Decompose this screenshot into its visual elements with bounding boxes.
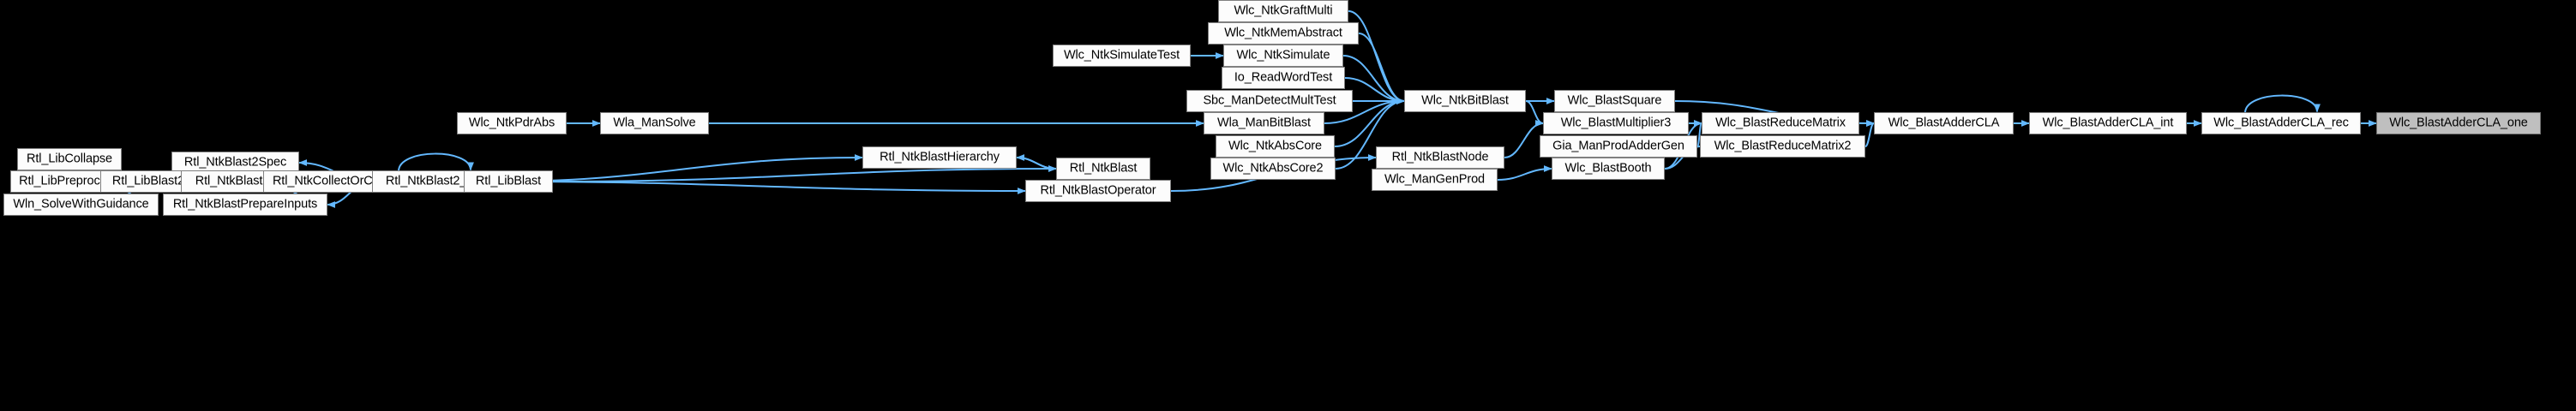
graph-node-label: Wlc_BlastReduceMatrix bbox=[1715, 116, 1846, 130]
graph-node-wla_mansolve[interactable]: Wla_ManSolve bbox=[600, 112, 709, 134]
graph-node-wlc_blastaddercla[interactable]: Wlc_BlastAdderCLA bbox=[1874, 112, 2014, 134]
graph-node-wlc_ntkabscore[interactable]: Wlc_NtkAbsCore bbox=[1216, 135, 1335, 158]
graph-node-label: Wlc_NtkGraftMulti bbox=[1234, 3, 1333, 18]
graph-node-label: Io_ReadWordTest bbox=[1234, 70, 1333, 85]
graph-node-label: Wln_SolveWithGuidance bbox=[13, 197, 149, 211]
graph-node-label: Rtl_LibPreprocess bbox=[19, 174, 119, 188]
graph-node-label: Rtl_LibBlast2 bbox=[111, 174, 185, 188]
graph-node-wlc_ntkabscore2[interactable]: Wlc_NtkAbsCore2 bbox=[1210, 158, 1336, 180]
graph-node-rtl_ntkblastoperator[interactable]: Rtl_NtkBlastOperator bbox=[1025, 180, 1171, 202]
graph-node-wlc_blastaddercla_one[interactable]: Wlc_BlastAdderCLA_one bbox=[2376, 112, 2541, 134]
graph-node-wlc_ntkpdrabs[interactable]: Wlc_NtkPdrAbs bbox=[457, 112, 567, 134]
graph-node-wlc_blastmultiplier3[interactable]: Wlc_BlastMultiplier3 bbox=[1543, 112, 1689, 134]
graph-node-label: Wlc_BlastReduceMatrix2 bbox=[1714, 139, 1852, 153]
graph-node-wlc_blastaddercla_int[interactable]: Wlc_BlastAdderCLA_int bbox=[2029, 112, 2187, 134]
graph-node-label: Sbc_ManDetectMultTest bbox=[1203, 93, 1336, 108]
graph-node-label: Gia_ManProdAdderGen bbox=[1552, 139, 1684, 153]
graph-node-label: Wlc_BlastAdderCLA_one bbox=[2389, 116, 2528, 130]
graph-node-label: Wlc_BlastMultiplier3 bbox=[1560, 116, 1672, 130]
graph-node-wlc_ntkbitblast[interactable]: Wlc_NtkBitBlast bbox=[1404, 90, 1526, 112]
graph-node-io_readwordtest[interactable]: Io_ReadWordTest bbox=[1222, 67, 1345, 89]
graph-node-label: Wlc_BlastAdderCLA bbox=[1888, 116, 2000, 130]
graph-node-wlc_blastaddercla_rec[interactable]: Wlc_BlastAdderCLA_rec bbox=[2201, 112, 2361, 134]
graph-node-rtl_libblast[interactable]: Rtl_LibBlast bbox=[464, 170, 553, 193]
graph-node-wln_solvewithguidance[interactable]: Wln_SolveWithGuidance bbox=[3, 194, 159, 216]
graph-node-label: Rtl_NtkBlastNode bbox=[1391, 150, 1489, 164]
graph-node-gia_manprodaddergen[interactable]: Gia_ManProdAdderGen bbox=[1540, 135, 1697, 158]
graph-node-label: Wlc_NtkSimulate bbox=[1236, 48, 1330, 63]
graph-node-label: Wla_ManSolve bbox=[613, 116, 696, 130]
graph-node-label: Rtl_NtkBlastHierarchy bbox=[880, 150, 1000, 164]
graph-node-label: Rtl_NtkBlast2_rec bbox=[385, 174, 484, 188]
graph-node-label: Rtl_LibBlast bbox=[475, 174, 542, 188]
graph-node-label: Rtl_NtkBlast2Spec bbox=[183, 155, 287, 170]
graph-node-rtl_libblast2[interactable]: Rtl_LibBlast2 bbox=[100, 170, 196, 193]
graph-node-wlc_blastbooth[interactable]: Wlc_BlastBooth bbox=[1552, 158, 1665, 180]
graph-node-wlc_ntksimulate[interactable]: Wlc_NtkSimulate bbox=[1223, 45, 1343, 67]
graph-node-label: Rtl_LibCollapse bbox=[26, 152, 113, 166]
graph-node-label: Wlc_NtkPdrAbs bbox=[468, 116, 555, 130]
graph-node-wlc_blastsquare[interactable]: Wlc_BlastSquare bbox=[1554, 90, 1675, 112]
graph-node-label: Wlc_BlastBooth bbox=[1564, 161, 1652, 176]
graph-node-label: Wlc_ManGenProd bbox=[1384, 172, 1486, 187]
graph-node-label: Wlc_NtkAbsCore2 bbox=[1222, 161, 1324, 176]
graph-node-label: Wla_ManBitBlast bbox=[1217, 116, 1311, 130]
graph-node-wlc_blastreducematrix[interactable]: Wlc_BlastReduceMatrix bbox=[1702, 112, 1859, 134]
graph-node-rtl_ntkblasthierarchy[interactable]: Rtl_NtkBlastHierarchy bbox=[862, 146, 1017, 169]
graph-node-wlc_ntkgraftmulti[interactable]: Wlc_NtkGraftMulti bbox=[1218, 0, 1348, 22]
graph-node-rtl_libcollapse[interactable]: Rtl_LibCollapse bbox=[17, 148, 122, 170]
graph-node-sbc_mandetectmulttest[interactable]: Sbc_ManDetectMultTest bbox=[1186, 90, 1353, 112]
graph-node-label: Wlc_NtkSimulateTest bbox=[1063, 48, 1180, 63]
graph-node-label: Wlc_BlastAdderCLA_int bbox=[2042, 116, 2174, 130]
graph-node-label: Wlc_NtkAbsCore bbox=[1228, 139, 1322, 153]
graph-node-rtl_ntkblastnode[interactable]: Rtl_NtkBlastNode bbox=[1376, 146, 1504, 169]
graph-node-label: Wlc_NtkBitBlast bbox=[1421, 93, 1509, 108]
graph-node-wlc_ntksimulatetest[interactable]: Wlc_NtkSimulateTest bbox=[1053, 45, 1191, 67]
graph-node-rtl_ntkblast2spec[interactable]: Rtl_NtkBlast2Spec bbox=[171, 152, 299, 174]
graph-node-label: Wlc_BlastSquare bbox=[1567, 93, 1662, 108]
graph-node-wlc_mangenprod[interactable]: Wlc_ManGenProd bbox=[1372, 169, 1498, 191]
graph-node-wlc_blastreducematrix2[interactable]: Wlc_BlastReduceMatrix2 bbox=[1700, 135, 1865, 158]
graph-node-label: Wlc_NtkMemAbstract bbox=[1224, 26, 1342, 40]
graph-node-wlc_ntkmemabstract[interactable]: Wlc_NtkMemAbstract bbox=[1208, 22, 1359, 45]
graph-node-label: Rtl_NtkBlastPrepareInputs bbox=[172, 197, 318, 211]
graph-node-wla_manbitblast[interactable]: Wla_ManBitBlast bbox=[1204, 112, 1324, 134]
graph-node-label: Rtl_NtkBlastOperator bbox=[1040, 183, 1156, 198]
graph-node-label: Rtl_NtkBlast bbox=[1069, 161, 1138, 176]
graph-node-label: Wlc_BlastAdderCLA_rec bbox=[2213, 116, 2349, 130]
graph-node-rtl_ntkblastprepareinputs[interactable]: Rtl_NtkBlastPrepareInputs bbox=[163, 194, 327, 216]
graph-node-label: Rtl_NtkBlast2 bbox=[195, 174, 270, 188]
graph-node-rtl_ntkblast[interactable]: Rtl_NtkBlast bbox=[1056, 158, 1150, 180]
